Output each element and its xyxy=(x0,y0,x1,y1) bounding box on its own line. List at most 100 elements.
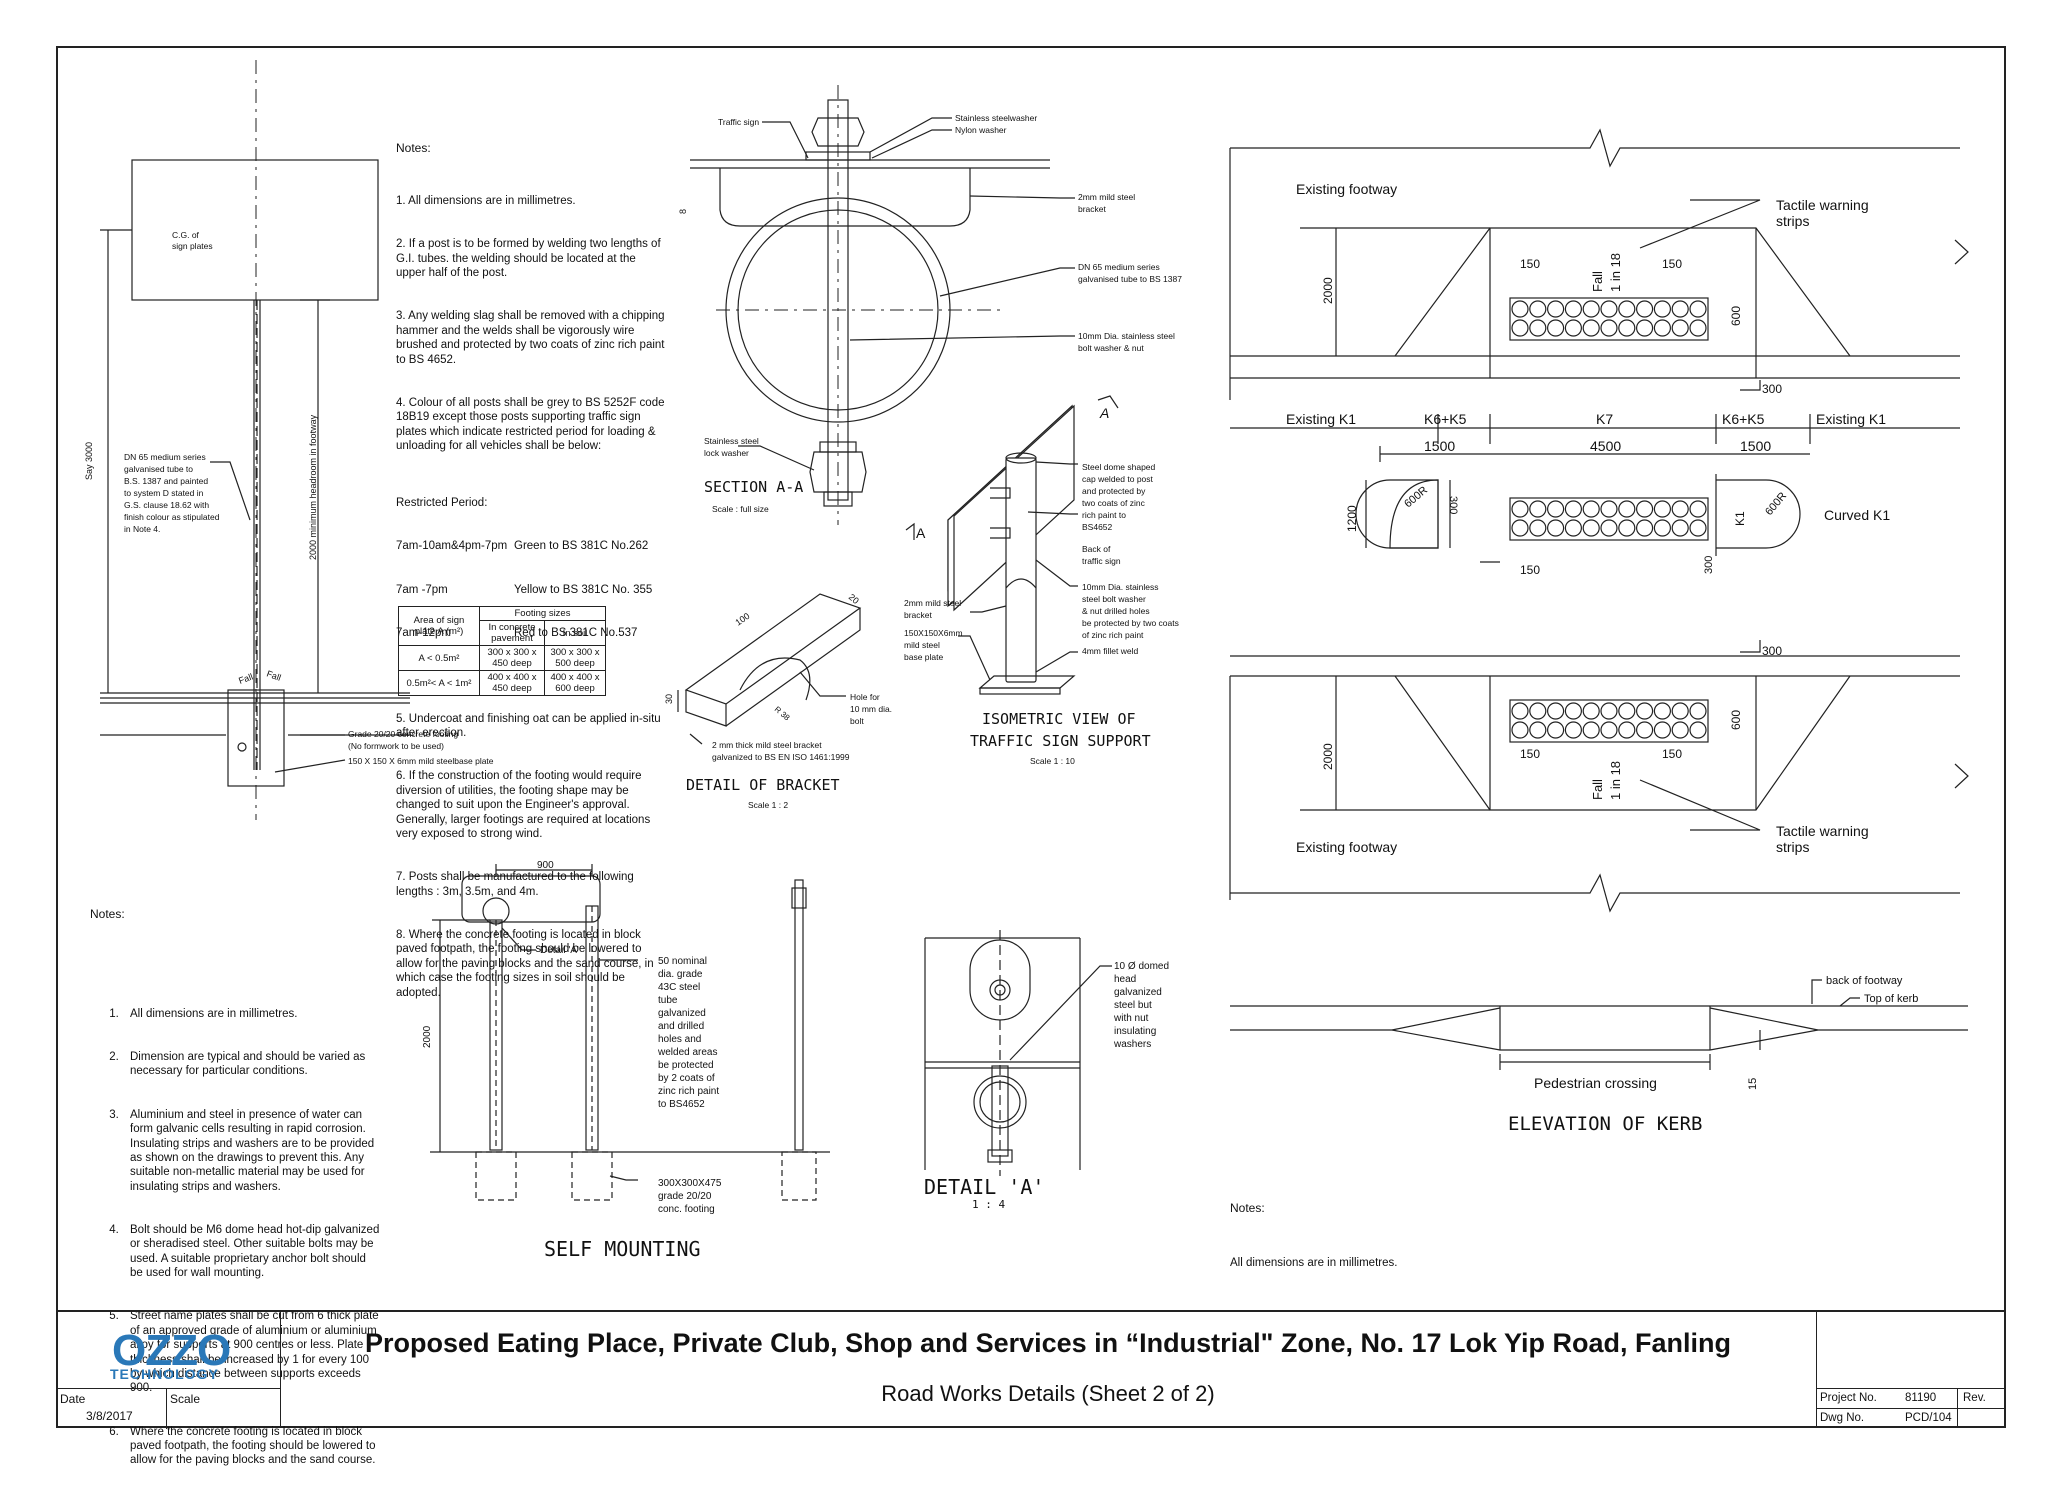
top-of-kerb-label: Top of kerb xyxy=(1864,993,1918,1005)
tactile-dot xyxy=(1653,702,1672,720)
tactile-dot xyxy=(1653,721,1672,739)
dim-150-e: 150 xyxy=(1520,563,1540,577)
bracket-title: DETAIL OF BRACKET xyxy=(686,776,840,794)
note-item: 5. Undercoat and finishing oat can be ap… xyxy=(396,712,664,740)
k6k5-left: K6+K5 xyxy=(1424,411,1467,427)
company-logo: OZZO xyxy=(112,1326,231,1375)
iso-bolt-2: steel bolt washer xyxy=(1082,594,1146,604)
back-sign-label-1: Back of xyxy=(1082,544,1111,554)
dim-1500-right: 1500 xyxy=(1740,438,1771,454)
tube-spec-line: by 2 coats of xyxy=(658,1073,715,1084)
cap-label-1: Steel dome shaped xyxy=(1082,462,1156,472)
tactile-dot xyxy=(1689,319,1707,337)
dim-1500-left: 1500 xyxy=(1424,438,1455,454)
tactile-dot xyxy=(1635,300,1654,318)
base-plate-label: 150 X 150 X 6mm mild steelbase plate xyxy=(348,756,494,766)
fall-bottom-2: 1 in 18 xyxy=(1608,761,1623,800)
tube-spec-line: welded areas xyxy=(657,1047,717,1058)
tactile-dot xyxy=(1529,500,1547,518)
tube-spec-line: zinc rich paint xyxy=(658,1086,719,1097)
list-item: Where the concrete footing is located in… xyxy=(122,1425,380,1468)
tactile-dot xyxy=(1653,319,1672,337)
domed-head-5: with nut xyxy=(1113,1013,1149,1024)
drawing-number-row: Dwg No. PCD/104 xyxy=(1817,1408,2005,1429)
tactile-dot xyxy=(1600,702,1618,720)
dim-8: 8 xyxy=(678,209,688,214)
tactile-dot xyxy=(1689,702,1707,720)
fall-top-2: 1 in 18 xyxy=(1608,253,1623,292)
tactile-dot xyxy=(1564,721,1583,739)
bolt-label-2: bolt washer & nut xyxy=(1078,343,1144,353)
bracket-thick-2: galvanized to BS EN ISO 1461:1999 xyxy=(712,752,850,762)
tactile-dot xyxy=(1600,500,1618,518)
k1-curved-dim: K1 xyxy=(1733,511,1747,526)
tactile-dot xyxy=(1564,702,1583,720)
dim-150-b: 150 xyxy=(1662,257,1682,271)
drawing-info-cell: Project No. 81190 Dwg No. PCD/104 Rev. xyxy=(1816,1312,2005,1428)
back-sign-label-2: traffic sign xyxy=(1082,556,1121,566)
note-item: 1. All dimensions are in millimetres. xyxy=(396,195,576,208)
footing-label-2: (No formwork to be used) xyxy=(348,741,444,751)
project-title: Proposed Eating Place, Private Club, Sho… xyxy=(364,1328,1732,1358)
title-block: OZZO TECHNOLOGY Date 3/8/2017 Scale Prop… xyxy=(56,1310,2006,1429)
tactile-dot xyxy=(1618,721,1636,739)
self-footing-3: conc. footing xyxy=(658,1204,715,1215)
detail-a-scale: 1 : 4 xyxy=(972,1198,1005,1211)
general-notes-heading: Notes: xyxy=(396,140,431,155)
self-footing-1: 300X300X475 xyxy=(658,1178,722,1189)
tactile-dot xyxy=(1564,300,1583,318)
tactile-dot xyxy=(1546,702,1565,720)
tactile-dot xyxy=(1689,300,1707,318)
table-header-soil: In soil xyxy=(544,620,606,646)
existing-k1-right: Existing K1 xyxy=(1816,411,1886,427)
tube-spec-line: galvanized xyxy=(658,1008,706,1019)
cg-label-2: sign plates xyxy=(172,241,213,251)
bracket-dim-100: 100 xyxy=(733,611,751,628)
tactile-strip xyxy=(1509,699,1709,743)
washer-label-2: Nylon washer xyxy=(955,125,1007,135)
date-label: Date xyxy=(60,1392,86,1406)
tube-note-7: in Note 4. xyxy=(124,524,160,534)
restricted-period-heading: Restricted Period: xyxy=(396,497,488,510)
tactile-dot xyxy=(1582,319,1600,337)
date-scale-row: Date 3/8/2017 Scale xyxy=(56,1388,280,1429)
tactile-dot xyxy=(1529,300,1547,318)
tube-spec-line: 43C steel xyxy=(658,982,700,993)
back-of-footway-label: back of footway xyxy=(1826,975,1903,987)
tactile-dot xyxy=(1546,500,1565,518)
scale-label: Scale xyxy=(170,1392,201,1406)
tactile-dot xyxy=(1653,300,1672,318)
domed-head-6: insulating xyxy=(1114,1026,1156,1037)
tube-label-2: galvanised tube to BS 1387 xyxy=(1078,274,1182,284)
hole-label-1: Hole for xyxy=(850,692,880,702)
washer-label-1: Stainless steelwasher xyxy=(955,113,1037,123)
detail-a-callout: Detail 'A' xyxy=(540,945,579,956)
tactile-dot xyxy=(1671,500,1689,518)
note-item: 8. Where the concrete footing is located… xyxy=(396,928,657,999)
domed-head-4: steel but xyxy=(1114,1000,1152,1011)
cap-label-2: cap welded to post xyxy=(1082,474,1154,484)
kerb-dim-15: 15 xyxy=(1747,1078,1759,1090)
elevation-of-kerb: back of footway Top of kerb Pedestrian c… xyxy=(1230,975,1968,1135)
footway-label-top: Existing footway xyxy=(1296,181,1397,197)
tactile-dot xyxy=(1564,319,1583,337)
tactile-dot xyxy=(1618,500,1636,518)
fall-label-left: Fall xyxy=(237,672,254,686)
fall-bottom-1: Fall xyxy=(1590,779,1605,800)
tube-note-2: galvanised tube to xyxy=(124,464,193,474)
tactile-dot xyxy=(1653,519,1672,537)
tactile-dot xyxy=(1511,500,1529,518)
project-number-row: Project No. 81190 xyxy=(1817,1388,2005,1409)
hole-label-2: 10 mm dia. xyxy=(850,704,892,714)
iso-title-1: ISOMETRIC VIEW OF xyxy=(982,710,1136,728)
tactile-dot xyxy=(1671,519,1689,537)
dim-150-a: 150 xyxy=(1520,257,1540,271)
section-title: SECTION A-A xyxy=(704,478,803,496)
iso-title-2: TRAFFIC SIGN SUPPORT xyxy=(970,732,1151,750)
footing-size-table: Area of sign plate A (m²) Footing sizes … xyxy=(398,606,606,696)
list-item: Aluminium and steel in presence of water… xyxy=(122,1108,380,1194)
iso-scale: Scale 1 : 10 xyxy=(1030,756,1075,766)
tactile-dot xyxy=(1671,702,1689,720)
table-header-group: Footing sizes xyxy=(479,606,606,621)
table-header-area: Area of sign plate A (m²) xyxy=(398,606,480,646)
